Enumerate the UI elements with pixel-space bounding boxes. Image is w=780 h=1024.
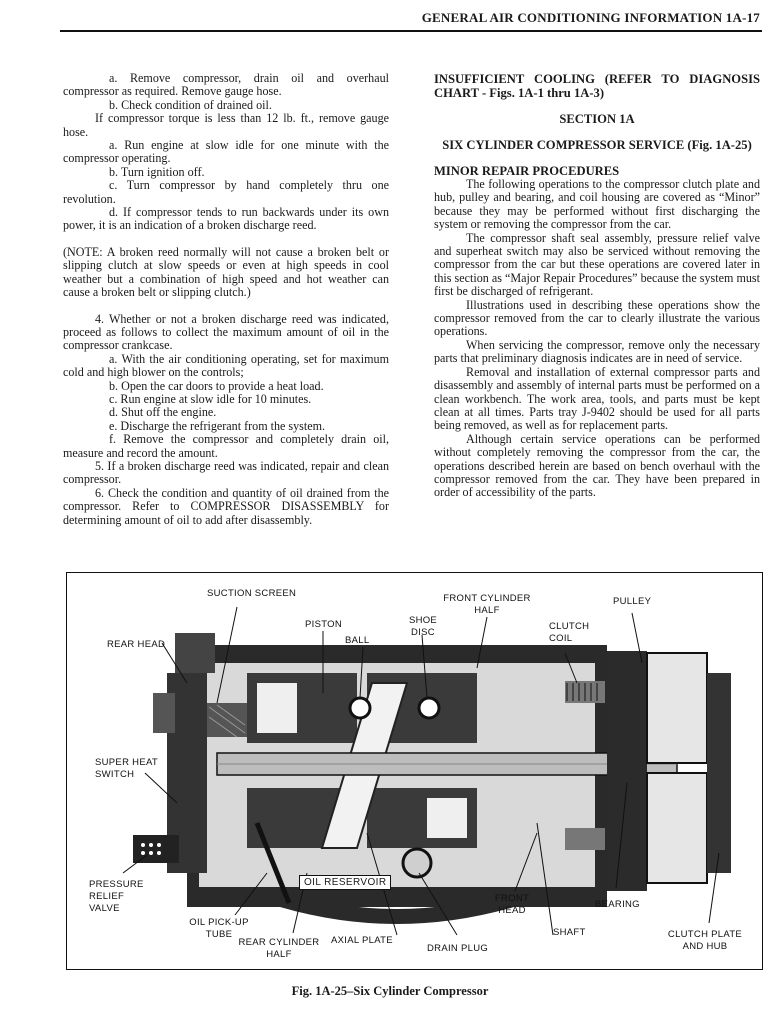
left-column: a. Remove compressor, drain oil and over… — [63, 71, 389, 527]
label-clutch-plate-hub: CLUTCH PLATE AND HUB — [667, 929, 743, 952]
paragraph: c. Run engine at slow idle for 10 minute… — [109, 391, 312, 406]
page-header: GENERAL AIR CONDITIONING INFORMATION 1A-… — [421, 10, 760, 25]
paragraph: Illustrations used in describing these o… — [434, 297, 760, 339]
label-clutch-coil: CLUTCH COIL — [549, 621, 590, 644]
label-shaft: SHAFT — [553, 927, 586, 938]
heading-compressor-service: SIX CYLINDER COMPRESSOR SERVICE (Fig. 1A… — [442, 138, 752, 152]
paragraph: c. Turn compressor by hand completely th… — [63, 178, 389, 206]
compressor-cutaway-illustration — [122, 606, 731, 936]
header-rule — [60, 30, 762, 32]
paragraph: b. Turn ignition off. — [109, 164, 205, 179]
label-pressure-relief-valve: PRESSURE RELIEF VALVE — [89, 879, 144, 914]
label-rear-cylinder-half: REAR CYLINDER HALF — [238, 937, 320, 960]
label-rear-head: REAR HEAD — [107, 639, 166, 650]
paragraph: d. Shut off the engine. — [109, 405, 217, 420]
paragraph: f. Remove the compressor and completely … — [63, 432, 389, 460]
label-oil-pickup-tube: OIL PICK-UP TUBE — [189, 917, 249, 940]
label-shoe-disc: SHOE DISC — [408, 615, 438, 638]
label-axial-plate: AXIAL PLATE — [331, 935, 393, 946]
note-paragraph: (NOTE: A broken reed normally will not c… — [63, 244, 389, 300]
paragraph: a. Remove compressor, drain oil and over… — [63, 71, 389, 99]
label-front-cylinder-half: FRONT CYLINDER HALF — [443, 593, 531, 616]
figure-caption: Fig. 1A-25–Six Cylinder Compressor — [291, 984, 489, 998]
paragraph: b. Open the car doors to provide a heat … — [109, 378, 324, 393]
paragraph: b. Check condition of drained oil. — [109, 97, 272, 112]
paragraph: The following operations to the compress… — [434, 177, 760, 232]
label-pulley: PULLEY — [613, 596, 652, 607]
label-bearing: BEARING — [595, 899, 640, 910]
heading-insufficient-cooling: INSUFFICIENT COOLING (REFER TO DIAGNOSIS… — [434, 72, 760, 100]
label-piston: PISTON — [305, 619, 342, 630]
label-super-heat-switch: SUPER HEAT SWITCH — [95, 757, 158, 780]
paragraph: 4. Whether or not a broken discharge ree… — [63, 311, 389, 353]
label-ball: BALL — [345, 635, 370, 646]
paragraph: When servicing the compressor, remove on… — [434, 337, 760, 366]
compressor-figure: SUCTION SCREEN FRONT CYLINDER HALF PULLE… — [66, 572, 763, 970]
paragraph: Removal and installation of external com… — [434, 364, 760, 433]
paragraph: a. Run engine at slow idle for one minut… — [63, 138, 389, 166]
label-drain-plug: DRAIN PLUG — [427, 943, 489, 954]
label-suction-screen: SUCTION SCREEN — [207, 588, 297, 599]
heading-minor-repair: MINOR REPAIR PROCEDURES — [434, 164, 620, 178]
right-column: INSUFFICIENT COOLING (REFER TO DIAGNOSIS… — [434, 72, 760, 500]
paragraph: Although certain service operations can … — [434, 431, 760, 500]
heading-section: SECTION 1A — [559, 112, 635, 126]
paragraph: 5. If a broken discharge reed was indica… — [63, 458, 389, 487]
paragraph: a. With the air conditioning operating, … — [63, 351, 389, 380]
paragraph: e. Discharge the refrigerant from the sy… — [109, 418, 326, 433]
paragraph: d. If compressor tends to run backwards … — [63, 205, 389, 233]
paragraph: 6. Check the condition and quantity of o… — [63, 485, 389, 527]
label-oil-reservoir: OIL RESERVOIR — [299, 875, 392, 890]
paragraph: If compressor torque is less than 12 lb.… — [63, 111, 389, 139]
paragraph: The compressor shaft seal assembly, pres… — [434, 230, 760, 299]
label-front-head: FRONT HEAD — [494, 893, 530, 916]
